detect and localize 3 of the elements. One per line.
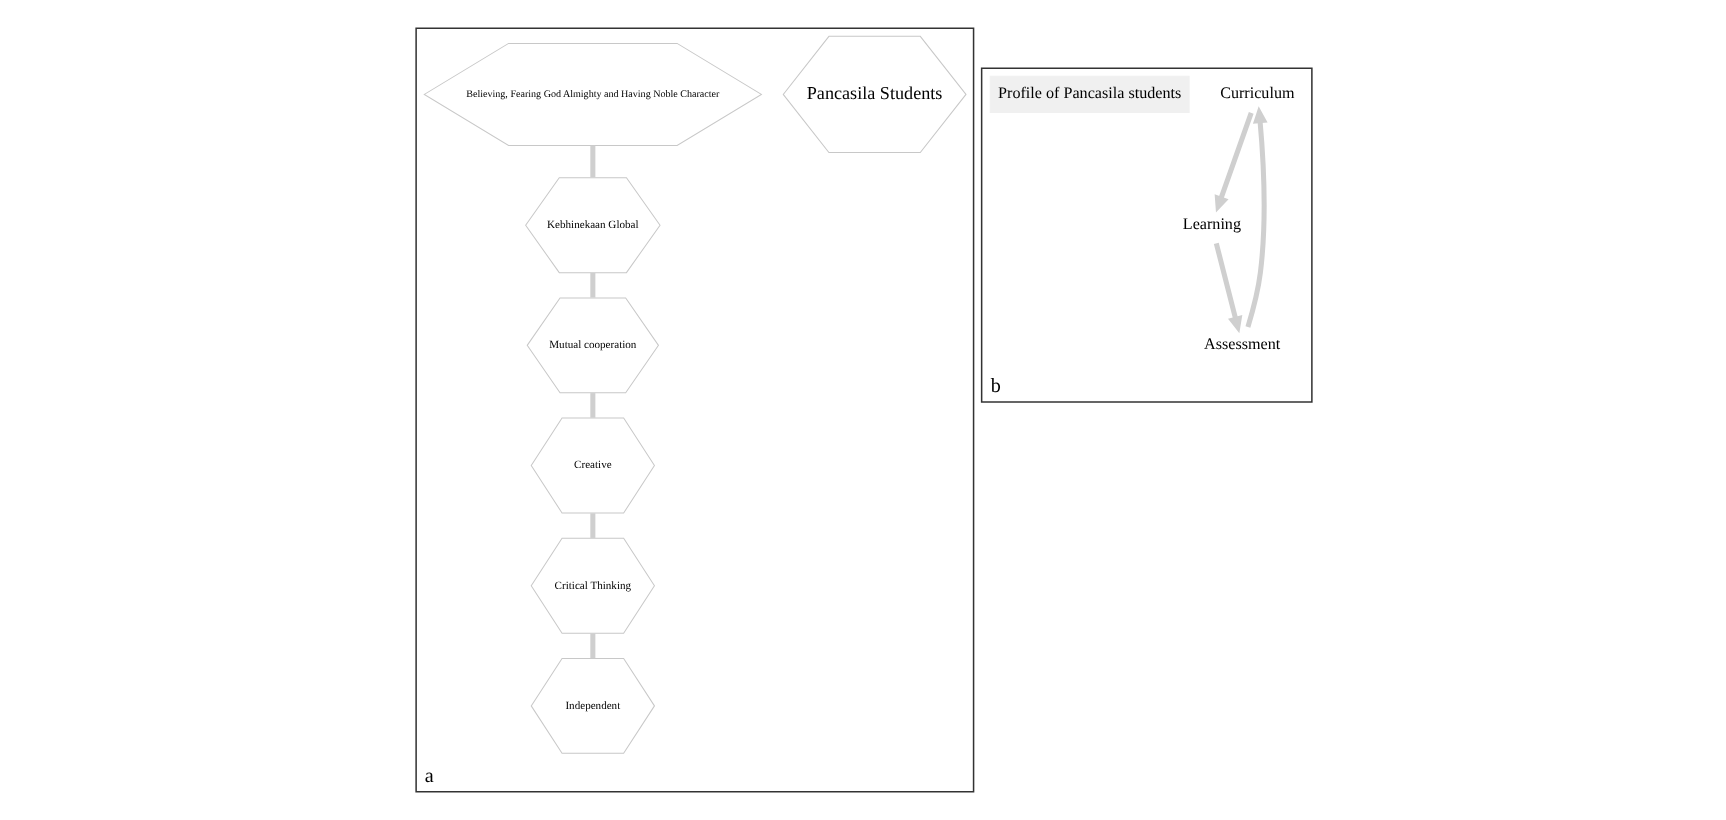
node-text: Curriculum: [1219, 84, 1294, 103]
node-text: Assessment: [1203, 335, 1280, 354]
node-text: Learning: [1181, 215, 1241, 234]
